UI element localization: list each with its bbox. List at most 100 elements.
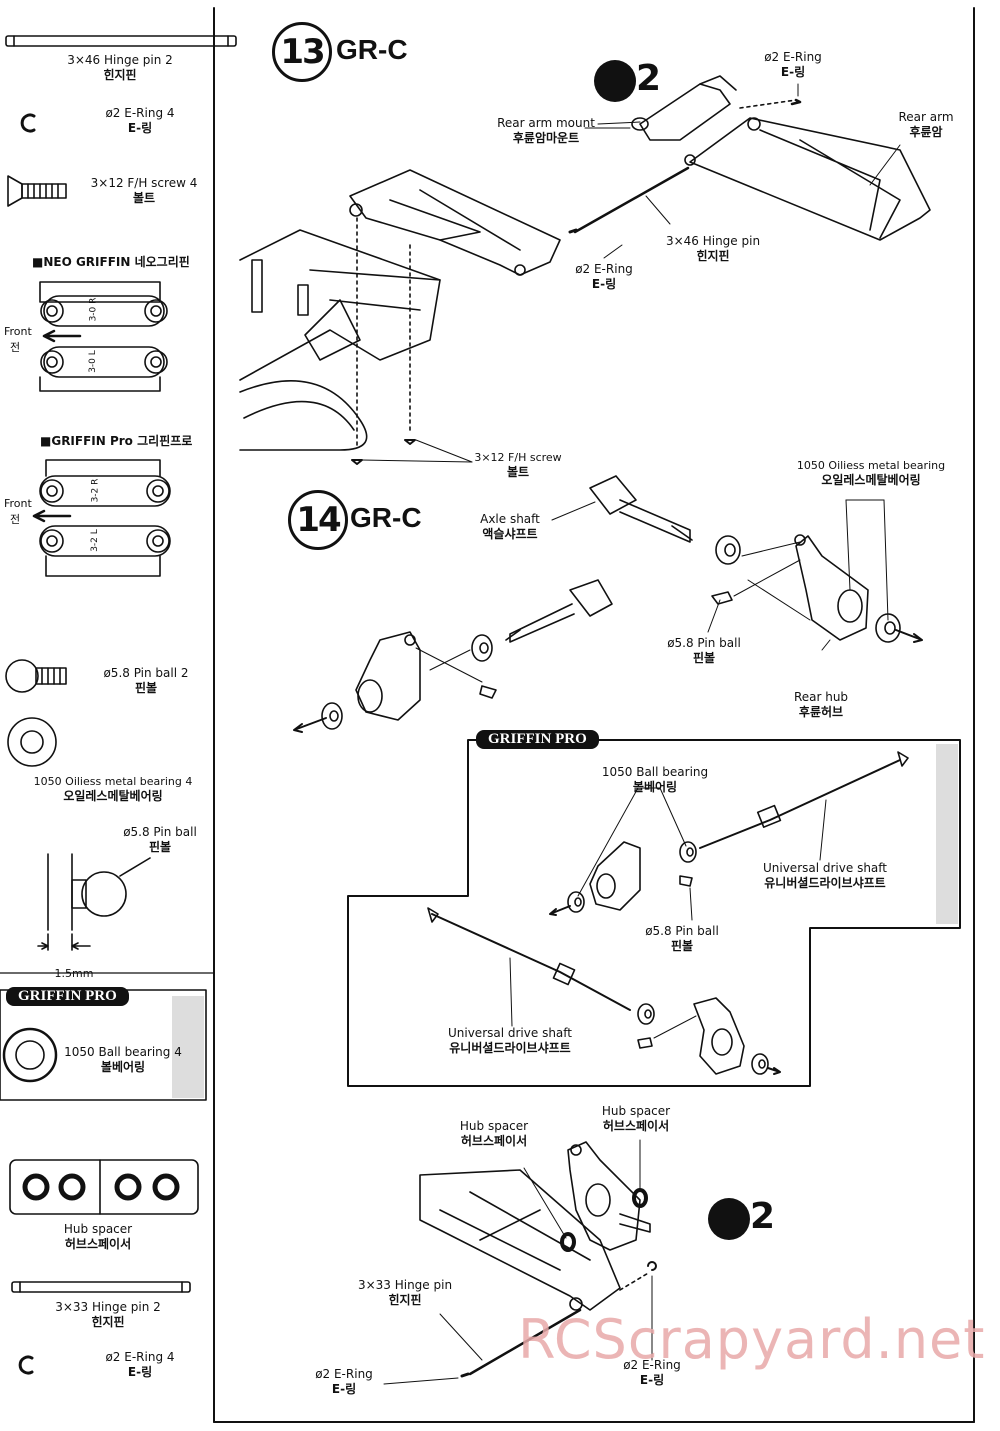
part-name-ko: 힌지핀 <box>91 1315 125 1329</box>
e-ring-label: ø2 E-Ring E-링 <box>612 1358 692 1388</box>
mount-pro-r-icon <box>39 459 171 507</box>
front-arrow-icon <box>32 509 72 523</box>
part-name-en: ø2 E-Ring <box>764 50 822 64</box>
pin-ball-label: ø5.8 Pin ball 핀볼 <box>660 636 748 666</box>
step13-screws <box>356 217 411 449</box>
part-name-en: ø5.8 Pin ball 2 <box>103 666 189 680</box>
bearing-top <box>715 535 741 565</box>
rear-hub-left <box>355 631 421 721</box>
part-name-ko: 오일레스메탈베어링 <box>821 473 921 487</box>
part-name-ko: 핀볼 <box>134 681 158 695</box>
front-label: Front 전 <box>4 324 32 356</box>
universal-drive-shaft-label: Universal drive shaft 유니버셜드라이브샤프트 <box>750 861 900 891</box>
part-name-en: Universal drive shaft <box>762 861 887 875</box>
watermark: RCScrapyard.net <box>518 1308 986 1371</box>
part-name-en: ø2 E-Ring <box>623 1358 681 1372</box>
rear-hub-label: Rear hub 후륜허브 <box>786 690 856 720</box>
e-ring-label: ø2 E-Ring 4 E-링 <box>80 1350 200 1380</box>
front-en: Front <box>4 325 32 338</box>
e-ring-label: ø2 E-Ring E-링 <box>304 1367 384 1397</box>
axle-shaft-left <box>505 579 613 643</box>
part-name-ko: 볼베어링 <box>632 780 678 794</box>
part-name-en: 3×33 Hinge pin <box>357 1278 453 1292</box>
part-name-ko: E-링 <box>331 1382 357 1396</box>
bearing-left-top <box>471 634 493 662</box>
griffin-pro-badge: GRIFFIN PRO <box>476 730 599 749</box>
pin-ball-label: ø5.8 Pin ball 핀볼 <box>640 924 724 954</box>
step-14-number: 14 <box>288 490 348 550</box>
part-name-ko: E-링 <box>780 65 806 79</box>
part-name-ko: 후륜암마운트 <box>512 131 580 145</box>
part-name-ko: 힌지핀 <box>696 249 730 263</box>
part-name-ko: 핀볼 <box>670 939 694 953</box>
ball-bearing-label: 1050 Ball bearing 4 볼베어링 <box>58 1045 188 1075</box>
fh-screw-label: 3×12 F/H screw 4 볼트 <box>84 176 204 206</box>
step13-chassis <box>239 229 441 451</box>
step-13-ref: 2 <box>636 58 662 99</box>
part-name-en: 1050 Ball bearing <box>601 765 709 779</box>
rear-arm-label: Rear arm 후륜암 <box>888 110 964 140</box>
part-name-en: ø2 E-Ring <box>315 1367 373 1381</box>
fh-screw-icon <box>7 175 67 207</box>
axle-shaft-label: Axle shaft 액슬샤프트 <box>474 512 546 542</box>
hinge-pin-46-icon <box>5 35 237 47</box>
mount-pro-l-icon <box>39 525 171 577</box>
step-15-ref: 2 <box>750 1196 776 1237</box>
front-label: Front 전 <box>4 496 32 528</box>
griffin-pro-box <box>347 739 961 1087</box>
hinge-pin-33-icon <box>11 1281 191 1293</box>
pin-ball-detail-label: ø5.8 Pin ball 핀볼 <box>110 825 210 855</box>
part-name-en: 3×33 Hinge pin 2 <box>55 1300 161 1314</box>
front-ko: 전 <box>10 513 21 526</box>
mount-neo-l-icon <box>39 346 168 392</box>
part-name-ko: E-링 <box>127 121 153 135</box>
bearing-left <box>321 702 343 730</box>
part-name-ko: E-링 <box>639 1373 665 1387</box>
arrow-ref-icon <box>594 60 636 102</box>
part-name-ko: 액슬샤프트 <box>482 527 538 541</box>
e-ring-icon <box>20 113 36 133</box>
part-name-en: 1050 Oiliess metal bearing 4 <box>33 775 193 788</box>
gp-hub-top <box>589 841 641 911</box>
uds-bottom <box>427 907 631 1011</box>
griffin-pro-title: ■GRIFFIN Pro 그리핀프로 <box>40 434 193 448</box>
mount-mark: 3-2 R <box>90 478 101 503</box>
hinge-pin-46-label: 3×46 Hinge pin 2 힌지핀 <box>40 53 200 83</box>
part-name-en: Hub spacer <box>601 1104 671 1118</box>
uds-top <box>699 751 909 849</box>
e-ring-label: ø2 E-Ring E-링 <box>560 262 648 292</box>
part-name-en: Hub spacer <box>459 1119 529 1133</box>
part-name-ko: 후륜암 <box>909 125 943 139</box>
e-ring-label: ø2 E-Ring 4 E-링 <box>80 106 200 136</box>
front-arrow-icon <box>42 329 82 343</box>
rear-hub-right <box>794 534 869 641</box>
part-name-ko: 유니버셜드라이브샤프트 <box>449 1041 571 1055</box>
metal-bearing-icon <box>7 717 57 767</box>
part-name-en: ø2 E-Ring 4 <box>105 1350 175 1364</box>
axle-shaft-top <box>589 475 693 543</box>
ball-bearing-icon <box>2 1027 58 1083</box>
part-name-ko: 후륜허브 <box>798 705 844 719</box>
gp-hub-bottom <box>693 997 745 1075</box>
pin-ball-detail-icon <box>37 853 151 951</box>
part-name-en: Universal drive shaft <box>447 1026 572 1040</box>
mount-mark: 3-0 R <box>88 297 99 322</box>
part-name-en: ø5.8 Pin ball <box>645 924 719 938</box>
front-en: Front <box>4 497 32 510</box>
arrow-ref-icon <box>708 1198 750 1240</box>
metal-bearing-label: 1050 Oiliess metal bearing 오일레스메탈베어링 <box>786 458 956 488</box>
part-name-en: 3×12 F/H screw 4 <box>90 176 198 190</box>
part-name-ko: 허브스페이서 <box>64 1237 132 1251</box>
step13-rear-arm-left <box>349 169 561 276</box>
fh-screw-label: 3×12 F/H screw 볼트 <box>470 450 566 480</box>
part-name-ko: 힌지핀 <box>103 68 137 82</box>
front-ko: 전 <box>10 341 21 354</box>
e-ring-icon <box>18 1355 34 1375</box>
dimension-label: 1.5mm <box>54 967 94 980</box>
part-name-en: 3×46 Hinge pin 2 <box>67 53 173 67</box>
gp-bearing-3 <box>637 1003 655 1025</box>
pin-ball-icon <box>5 659 67 693</box>
part-name-ko: 유니버셜드라이브샤프트 <box>764 876 886 890</box>
part-name-en: ø2 E-Ring 4 <box>105 106 175 120</box>
